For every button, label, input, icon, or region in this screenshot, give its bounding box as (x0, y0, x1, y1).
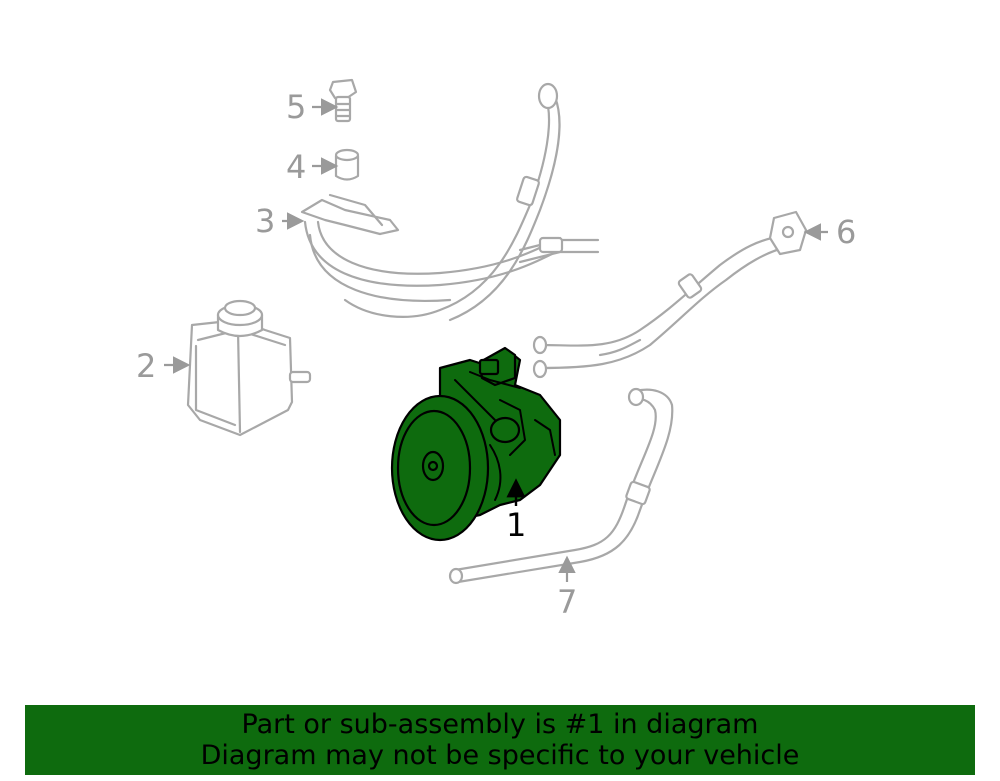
callout-4: 4 (286, 148, 306, 186)
part-5-bolt[interactable] (328, 78, 358, 123)
part-1-power-steering-pump[interactable] (390, 346, 562, 542)
part-3-hose-assembly[interactable] (300, 82, 600, 322)
leader-lines (164, 98, 828, 582)
callout-7: 7 (557, 583, 577, 621)
banner-line-1: Part or sub-assembly is #1 in diagram (241, 709, 759, 740)
banner-line-2: Diagram may not be specific to your vehi… (200, 740, 800, 771)
parts-diagram: 5 4 3 2 6 7 1 (136, 78, 856, 621)
callout-1: 1 (506, 506, 526, 544)
callout-3: 3 (255, 202, 275, 240)
part-7-return-hose[interactable] (448, 387, 674, 585)
part-6-pressure-hose[interactable] (532, 210, 808, 379)
callout-6: 6 (836, 213, 856, 251)
part-2-reservoir[interactable] (186, 299, 312, 437)
callout-2: 2 (136, 347, 156, 385)
callout-5: 5 (286, 88, 306, 126)
part-4-spacer[interactable] (334, 148, 360, 181)
info-banner: Part or sub-assembly is #1 in diagram Di… (25, 705, 975, 775)
